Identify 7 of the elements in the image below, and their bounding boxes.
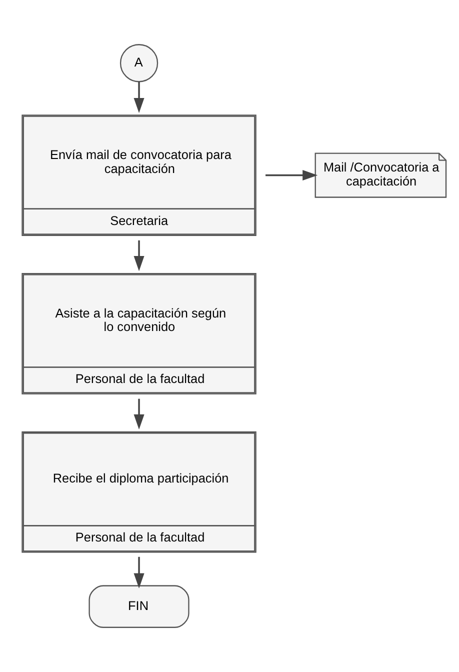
arrow bbox=[134, 240, 144, 272]
arrow bbox=[134, 556, 144, 588]
node-circle: A bbox=[120, 44, 158, 82]
arrow bbox=[266, 170, 318, 181]
arrow bbox=[134, 82, 144, 113]
node-box: FIN bbox=[88, 585, 190, 628]
arrow bbox=[134, 398, 144, 430]
